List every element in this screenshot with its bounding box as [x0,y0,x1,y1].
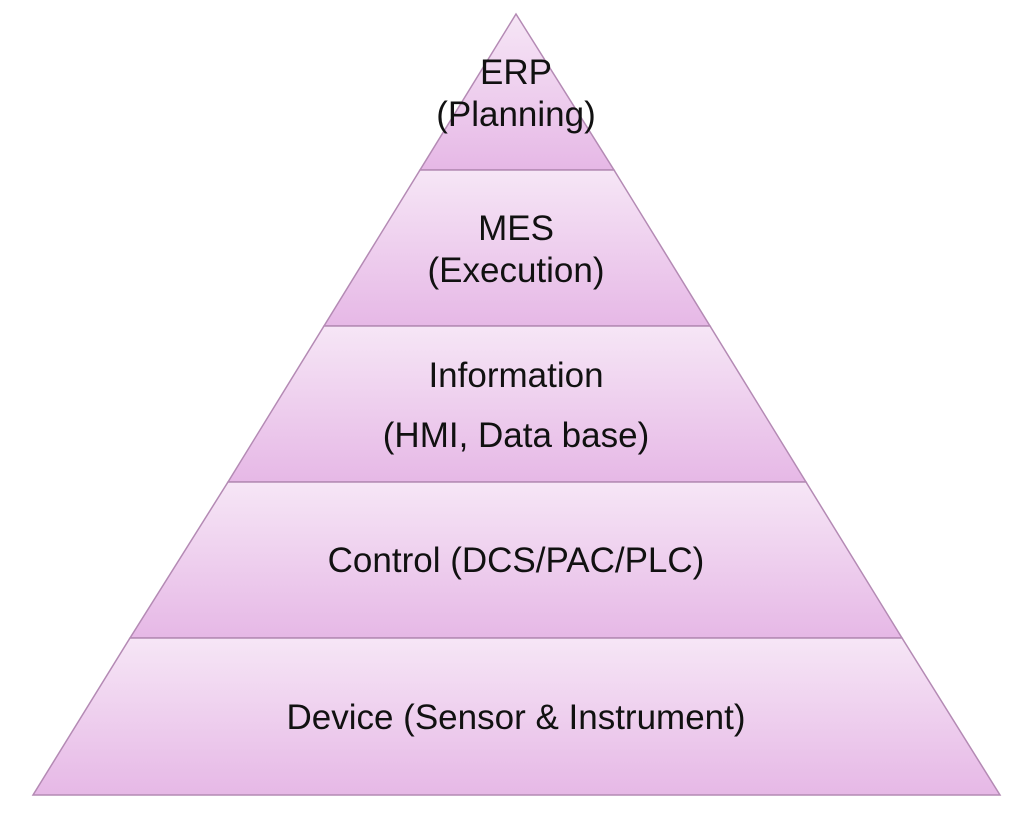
pyramid-level-erp: ERP (Planning) [418,12,616,171]
pyramid-level-information: Information (HMI, Data base) [226,325,808,483]
level-information-label: Information [428,356,603,395]
level-erp-sublabel: (Planning) [436,95,596,134]
level-device-label: Device (Sensor & Instrument) [286,698,745,737]
level-information-sublabel: (HMI, Data base) [383,416,649,455]
pyramid-level-device: Device (Sensor & Instrument) [31,637,1002,796]
level-control-label: Control (DCS/PAC/PLC) [328,541,705,580]
level-mes-label: MES [478,209,554,248]
level-mes-shape [322,169,712,327]
level-device-shape [31,637,1002,796]
level-information-shape [226,325,808,483]
pyramid-level-mes: MES (Execution) [322,169,712,327]
pyramid-level-control: Control (DCS/PAC/PLC) [128,481,904,639]
level-erp-shape [418,12,616,171]
level-mes-sublabel: (Execution) [427,251,604,290]
level-erp-label: ERP [480,53,552,92]
